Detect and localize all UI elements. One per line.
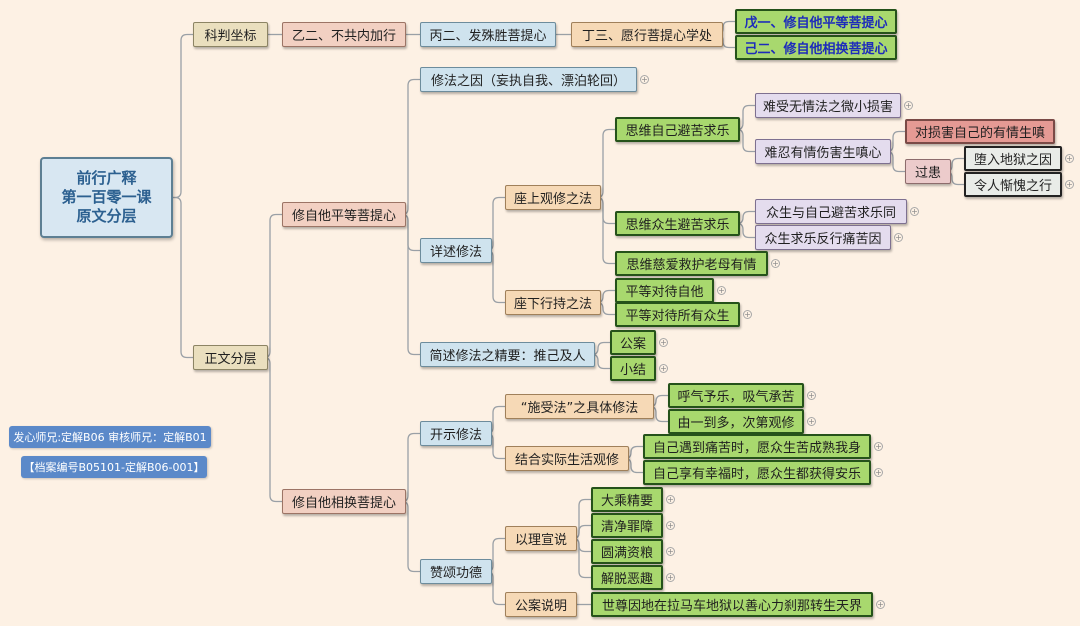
node-zhengwen[interactable]: 正文分层	[193, 345, 268, 370]
node-zhongsheng-tong[interactable]: 众生与自己避苦求乐同	[755, 199, 907, 224]
expand-plus-icon[interactable]: +	[904, 101, 913, 110]
node-wuyi[interactable]: 戊一、修自他平等菩提心	[735, 9, 897, 34]
expand-plus-icon[interactable]: +	[1065, 180, 1074, 189]
credit-badge: 发心师兄:定解B06 审核师兄：定解B01	[9, 426, 211, 448]
expand-plus-icon[interactable]: +	[894, 233, 903, 242]
node-pd-zita[interactable]: 平等对待自他	[615, 278, 714, 303]
expand-plus-icon[interactable]: +	[807, 417, 816, 426]
node-jiehe[interactable]: 结合实际生活观修	[505, 446, 629, 471]
expand-plus-icon[interactable]: +	[666, 495, 675, 504]
node-yuanman[interactable]: 圆满资粮	[591, 539, 663, 564]
connector-line	[401, 78, 420, 216]
node-siwei-cibei[interactable]: 思维慈爱救护老母有情	[615, 251, 768, 276]
expand-plus-icon[interactable]: +	[666, 547, 675, 556]
node-jianshu[interactable]: 简述修法之精要：推己及人	[420, 342, 595, 367]
node-dacheng[interactable]: 大乘精要	[591, 487, 663, 512]
expand-plus-icon[interactable]: +	[807, 391, 816, 400]
node-siwei-zi[interactable]: 思维自己避苦求乐	[615, 117, 740, 142]
node-guoe[interactable]: 过患	[905, 159, 951, 184]
expand-plus-icon[interactable]: +	[771, 259, 780, 268]
node-yier[interactable]: 乙二、不共内加行	[282, 22, 406, 47]
expand-plus-icon[interactable]: +	[910, 207, 919, 216]
node-tongku[interactable]: 自己遇到痛苦时，愿众生苦成熟我身	[643, 434, 871, 459]
node-duisunhai[interactable]: 对损害自己的有情生嗔	[905, 119, 1055, 144]
node-zuoshang[interactable]: 座上观修之法	[505, 185, 601, 210]
expand-plus-icon[interactable]: +	[743, 310, 752, 319]
node-qingjing[interactable]: 清净罪障	[591, 513, 663, 538]
expand-plus-icon[interactable]: +	[640, 75, 649, 84]
node-lingren[interactable]: 令人惭愧之行	[964, 172, 1062, 197]
node-youyi[interactable]: 由一到多，次第观修	[668, 409, 804, 434]
node-zansong[interactable]: 赞颂功德	[420, 559, 492, 584]
node-pd-suoyou[interactable]: 平等对待所有众生	[615, 302, 740, 327]
expand-plus-icon[interactable]: +	[659, 364, 668, 373]
connector-line	[263, 213, 282, 359]
archive-badge: 【档案编号B05101-定解B06-001】	[21, 456, 207, 478]
expand-plus-icon[interactable]: +	[876, 600, 885, 609]
connector-line	[173, 33, 193, 199]
expand-plus-icon[interactable]: +	[874, 442, 883, 451]
connector-line	[173, 196, 193, 359]
expand-plus-icon[interactable]: +	[666, 521, 675, 530]
node-huqi[interactable]: 呼气予乐，吸气承苦	[668, 383, 804, 408]
node-pingdeng[interactable]: 修自他平等菩提心	[282, 202, 406, 227]
expand-plus-icon[interactable]: +	[874, 468, 883, 477]
node-dingsan[interactable]: 丁三、愿行菩提心学处	[571, 22, 723, 47]
node-xingfu[interactable]: 自己享有幸福时，愿众生都获得安乐	[643, 460, 871, 485]
node-binger[interactable]: 丙二、发殊胜菩提心	[420, 22, 556, 47]
node-gongan-shuoming[interactable]: 公案说明	[505, 592, 577, 617]
root-node[interactable]: 前行广释 第一百零一课 原文分层	[40, 157, 173, 238]
node-xiangfa[interactable]: 修法之因（妄执自我、漂泊轮回）	[420, 67, 637, 92]
connector-line	[401, 213, 420, 356]
node-shishou[interactable]: “施受法”之具体修法	[505, 394, 654, 419]
root-title-line3: 原文分层	[76, 207, 137, 225]
node-siwei-zhong[interactable]: 思维众生避苦求乐	[615, 211, 740, 236]
expand-plus-icon[interactable]: +	[659, 338, 668, 347]
node-xiangshu[interactable]: 详述修法	[420, 238, 492, 263]
node-jietuo[interactable]: 解脱恶趣	[591, 565, 663, 590]
root-title-line1: 前行广释	[76, 169, 137, 187]
expand-plus-icon[interactable]: +	[666, 573, 675, 582]
node-xianghuan[interactable]: 修自他相换菩提心	[282, 489, 406, 514]
node-shizun[interactable]: 世尊因地在拉马车地狱以善心力刹那转生天界	[591, 592, 873, 617]
node-yili[interactable]: 以理宣说	[505, 526, 577, 551]
node-xiaojie[interactable]: 小结	[610, 356, 656, 381]
node-duoru[interactable]: 堕入地狱之因	[964, 146, 1062, 171]
node-kaishi[interactable]: 开示修法	[420, 421, 492, 446]
node-nanshou[interactable]: 难受无情法之微小损害	[755, 93, 901, 118]
node-kepan[interactable]: 科判坐标	[193, 22, 268, 47]
node-zhongsheng-fan[interactable]: 众生求乐反行痛苦因	[755, 225, 891, 250]
expand-plus-icon[interactable]: +	[717, 286, 726, 295]
connector-line	[263, 356, 282, 503]
expand-plus-icon[interactable]: +	[1065, 154, 1074, 163]
node-jier[interactable]: 己二、修自他相换菩提心	[735, 35, 897, 60]
node-gongan[interactable]: 公案	[610, 330, 656, 355]
node-zuoxia[interactable]: 座下行持之法	[505, 290, 601, 315]
node-nanren[interactable]: 难忍有情伤害生嗔心	[755, 139, 891, 164]
root-title-line2: 第一百零一课	[61, 188, 152, 206]
